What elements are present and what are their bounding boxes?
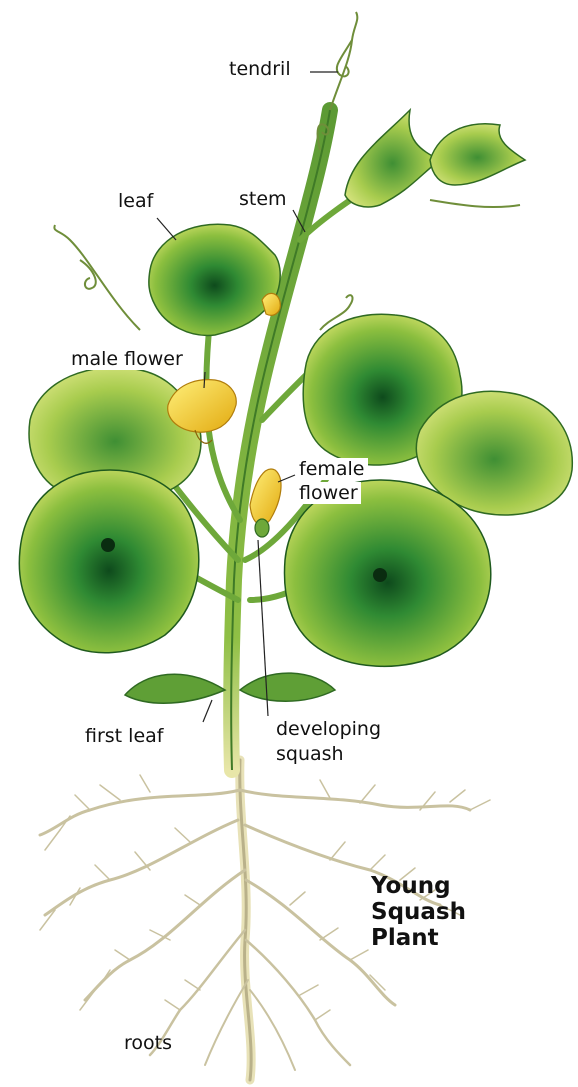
label-tendril: tendril — [229, 58, 291, 80]
label-leaf: leaf — [118, 190, 153, 212]
top-leaves — [345, 110, 525, 207]
leaf-right-lower — [284, 480, 490, 666]
leaf-upper — [149, 224, 280, 335]
leaf-right-center — [373, 568, 387, 582]
label-first-leaf: first leaf — [82, 725, 166, 747]
label-stem: stem — [239, 188, 287, 210]
label-developing-squash-line1: developing — [273, 718, 384, 740]
label-developing-squash-line2: squash — [273, 743, 347, 765]
first-leaf-left — [125, 674, 225, 703]
female-flower — [250, 469, 281, 537]
title-line-2: Squash — [371, 899, 466, 925]
label-female-flower-line1: female — [296, 458, 368, 480]
leaf-left-center — [101, 538, 115, 552]
title-line-3: Plant — [371, 925, 466, 951]
label-roots: roots — [124, 1032, 172, 1054]
label-male-flower: male flower — [68, 348, 186, 370]
diagram-title: Young Squash Plant — [371, 873, 466, 951]
leaf-left-lower — [19, 470, 198, 653]
label-female-flower-line2: flower — [296, 482, 361, 504]
first-leaf-right — [240, 673, 335, 701]
title-line-1: Young — [371, 873, 466, 899]
